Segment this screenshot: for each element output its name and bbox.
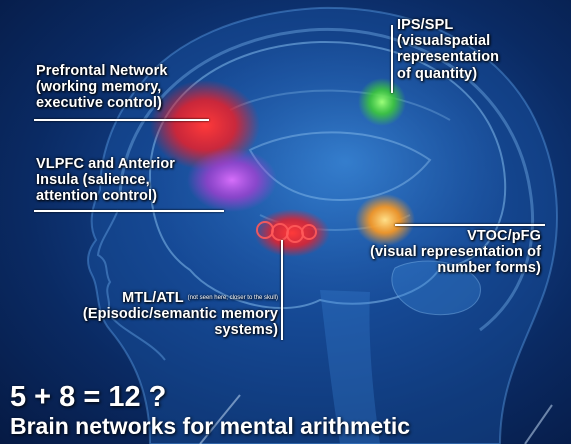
ips-spl-label: IPS/SPL (visualspatial representation of…: [397, 17, 499, 82]
prefrontal-label: Prefrontal Network (working memory, exec…: [36, 63, 168, 112]
vlpfc-insula-activation: [187, 148, 277, 212]
mtl-atl-label: MTL/ATL (not seen here; closer to the sk…: [83, 290, 278, 339]
mtl-atl-title: MTL/ATL: [122, 290, 183, 306]
vtoc-pfg-label: VTOC/pFG (visual representation of numbe…: [370, 228, 541, 277]
mtl-atl-note: (not seen here; closer to the skull): [188, 295, 278, 301]
mtl-atl-activation: [254, 209, 330, 257]
vlpfc-insula-label: VLPFC and Anterior Insula (salience, att…: [36, 156, 175, 205]
ips-spl-activation: [358, 78, 406, 126]
vtoc-leader-line: [395, 224, 545, 226]
mtl-leader-line: [281, 240, 283, 340]
vlpfc-leader-line: [34, 210, 224, 212]
figure-title: Brain networks for mental arithmetic: [10, 413, 410, 440]
ips-spl-leader-line: [391, 25, 393, 93]
equation-text: 5 + 8 = 12 ?: [10, 381, 166, 414]
prefrontal-leader-line: [34, 119, 209, 121]
